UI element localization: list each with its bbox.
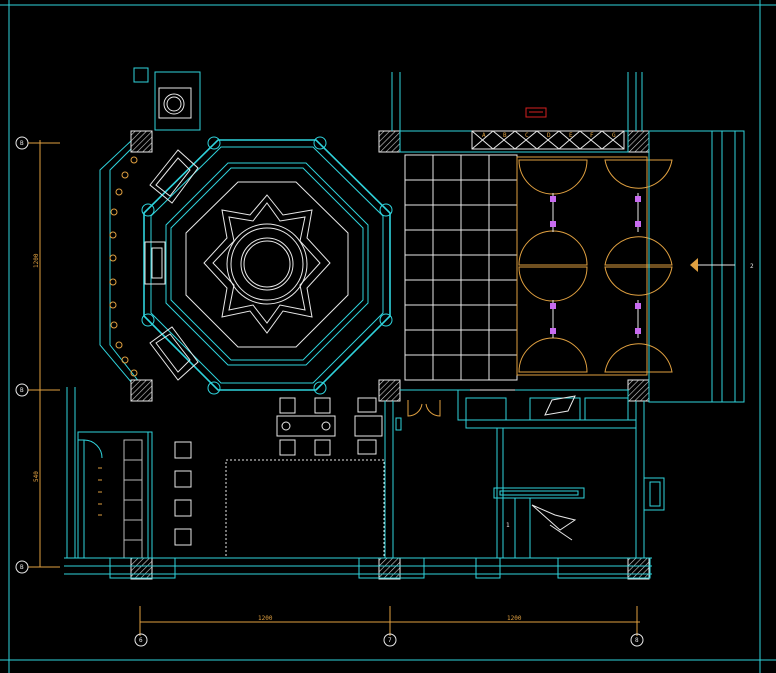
axis-bubble-bottom-6-label: 6 (139, 637, 143, 644)
stair-mark: 1 (506, 522, 510, 529)
dimension-left-upper: 1200 (33, 253, 40, 268)
axis-bubble-left-2 (15, 383, 29, 397)
right-wing: 2 (648, 130, 754, 403)
panel-tag-d: D (547, 132, 551, 139)
bottom-wall (64, 557, 652, 579)
top-left-fixture (133, 67, 201, 131)
axis-bubble-bottom-8 (630, 633, 644, 647)
axis-bubble-bottom-7-label: 7 (388, 637, 392, 644)
axis-bubble-bottom-6 (134, 633, 148, 647)
dining-area (225, 397, 385, 559)
pendant-lamps (516, 156, 673, 376)
panel-tag-b: B (503, 132, 507, 139)
left-bar-counter (99, 139, 199, 384)
panel-tag-a: A (482, 132, 486, 139)
axis-bubble-left-1-label: B (20, 140, 24, 147)
panel-tag-f: F (590, 132, 594, 139)
bottom-dimension-chain: 6 7 8 1200 1200 (134, 606, 644, 647)
dimension-left-lower: 540 (33, 471, 40, 482)
lower-left-room (66, 387, 192, 559)
axis-bubble-left-3 (15, 560, 29, 574)
axis-bubble-bottom-7 (383, 633, 397, 647)
tile-grid (404, 154, 518, 381)
panel-tag-c: C (525, 132, 529, 139)
top-corridor (391, 72, 643, 131)
axis-bubble-left-1 (15, 136, 29, 150)
octagon-hall (141, 136, 393, 395)
right-wing-mark: 2 (750, 263, 754, 270)
panel-tag-g: G (612, 132, 616, 139)
panel-tag-e: E (569, 132, 573, 139)
left-dimension-chain: B B B 1200 540 (15, 136, 60, 574)
axis-bubble-left-2-label: B (20, 387, 24, 394)
lower-right-rooms: 1 (384, 389, 665, 558)
dimension-bottom-left: 1200 (258, 615, 273, 622)
ceiling-panel-strip: A B C D E F G (399, 130, 629, 153)
axis-bubble-bottom-8-label: 8 (635, 637, 639, 644)
corner-columns (130, 130, 650, 580)
dimension-bottom-right: 1200 (507, 615, 522, 622)
axis-bubble-left-3-label: B (20, 564, 24, 571)
